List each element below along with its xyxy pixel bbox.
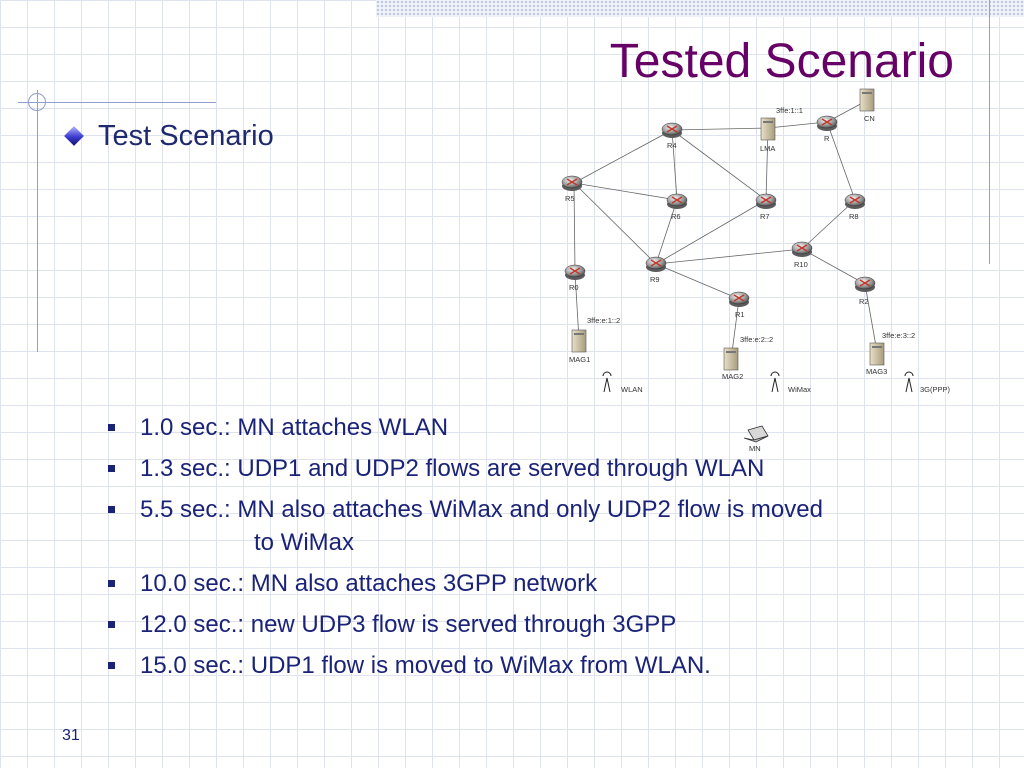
diamond-bullet-icon (62, 122, 92, 152)
router-r9-icon (645, 256, 667, 272)
list-item-text-continuation: to WiMax (254, 529, 355, 556)
right-decorative-line (989, 0, 990, 264)
list-item-text: 12.0 sec.: new UDP3 flow is served throu… (140, 611, 677, 638)
link-r4-r6 (671, 129, 678, 201)
link-r5-r9 (573, 182, 657, 265)
server-lma-icon (760, 117, 776, 141)
page-number: 31 (62, 727, 80, 744)
square-bullet-icon (108, 580, 115, 587)
router-r0-icon (564, 264, 586, 280)
link-r10-r2 (801, 248, 866, 285)
router-r6-label: R6 (671, 212, 681, 221)
antenna-wlan-icon (602, 371, 612, 393)
link-r4-r5 (573, 129, 673, 184)
server-lma-label: LMA (760, 144, 775, 153)
link-r5-r6 (573, 182, 678, 201)
router-r5-label: R5 (565, 194, 575, 203)
router-r4-icon (661, 122, 683, 138)
server-mag3-icon (869, 342, 885, 366)
link-r9-r1 (655, 263, 740, 300)
router-r2-icon (854, 276, 876, 292)
address-mag2-label: 3ffe:e:2::2 (740, 335, 773, 344)
antenna-wimax-icon (770, 371, 780, 393)
router-r1-label: R1 (735, 310, 745, 319)
list-item: 5.5 sec.: MN also attaches WiMax and onl… (108, 494, 968, 558)
link-r-r8 (826, 121, 856, 201)
list-item-text: 10.0 sec.: MN also attaches 3GPP network (140, 570, 598, 597)
scenario-timeline-list: 1.0 sec.: MN attaches WLAN 1.3 sec.: UDP… (108, 412, 968, 691)
square-bullet-icon (108, 506, 115, 513)
server-cn-label: CN (864, 114, 875, 123)
link-r8-r10 (801, 199, 856, 250)
router-r10-icon (791, 241, 813, 257)
list-item: 1.0 sec.: MN attaches WLAN (108, 412, 968, 443)
router-r-icon (816, 115, 838, 131)
access-wlan-label: WLAN (621, 385, 643, 394)
crosshair-circle-ornament (28, 93, 46, 111)
subheading-label: Test Scenario (98, 120, 274, 152)
access-wimax-label: WiMax (788, 385, 811, 394)
square-bullet-icon (108, 465, 115, 472)
router-r4-label: R4 (667, 141, 677, 150)
server-cn-icon (859, 88, 875, 112)
router-r7-label: R7 (760, 212, 770, 221)
address-lma-label: 3ffe:1::1 (776, 106, 803, 115)
list-item: 12.0 sec.: new UDP3 flow is served throu… (108, 609, 968, 640)
router-r-label: R (824, 134, 830, 143)
router-r8-icon (844, 193, 866, 209)
router-r10-label: R10 (794, 260, 808, 269)
router-r7-icon (755, 193, 777, 209)
link-r4-lma (671, 127, 769, 131)
router-r2-label: R2 (859, 297, 869, 306)
left-decorative-line (37, 90, 38, 352)
router-r6-icon (666, 193, 688, 209)
subheading: Test Scenario (62, 120, 274, 153)
link-r5-r0 (573, 182, 576, 273)
square-bullet-icon (108, 424, 115, 431)
address-mag3-label: 3ffe:e:3::2 (882, 331, 915, 340)
laptop-mn-icon (743, 425, 769, 443)
topology-links (573, 99, 878, 361)
square-bullet-icon (108, 662, 115, 669)
access-3g-label: 3G(PPP) (920, 385, 951, 394)
address-mag1-label: 3ffe:e:1::2 (587, 316, 620, 325)
router-r0-label: R0 (569, 283, 579, 292)
server-mag1-label: MAG1 (569, 355, 590, 364)
router-r8-label: R8 (849, 212, 859, 221)
list-item-text: 15.0 sec.: UDP1 flow is moved to WiMax f… (140, 652, 711, 679)
router-r1-icon (728, 291, 750, 307)
square-bullet-icon (108, 621, 115, 628)
link-r2-mag3 (864, 283, 878, 353)
left-horizontal-rule (18, 102, 216, 103)
list-item: 1.3 sec.: UDP1 and UDP2 flows are served… (108, 453, 968, 484)
list-item-text: 1.3 sec.: UDP1 and UDP2 flows are served… (140, 455, 765, 482)
antenna-3g-icon (904, 371, 914, 393)
mobile-node-label: MN (749, 444, 761, 453)
link-r0-mag1 (574, 271, 580, 341)
link-r7-r9 (655, 199, 767, 265)
server-mag2-label: MAG2 (722, 372, 743, 381)
link-r4-r7 (671, 129, 767, 201)
link-r6-r9 (655, 199, 678, 265)
network-topology-diagram: R4 R R5 R6 R7 R8 R10 R9 R0 R1 R2 CN LMA … (561, 88, 951, 453)
link-r9-r10 (655, 248, 803, 265)
server-mag3-label: MAG3 (866, 367, 887, 376)
server-mag1-icon (571, 329, 587, 353)
server-mag2-icon (723, 347, 739, 371)
list-item: 10.0 sec.: MN also attaches 3GPP network (108, 568, 968, 599)
router-r9-label: R9 (650, 275, 660, 284)
slide-title: Tested Scenario (609, 35, 954, 88)
list-item-text: 5.5 sec.: MN also attaches WiMax and onl… (140, 496, 823, 523)
top-decorative-band (376, 0, 1024, 17)
router-r5-icon (561, 175, 583, 191)
list-item-text: 1.0 sec.: MN attaches WLAN (140, 414, 449, 441)
list-item: 15.0 sec.: UDP1 flow is moved to WiMax f… (108, 650, 968, 681)
